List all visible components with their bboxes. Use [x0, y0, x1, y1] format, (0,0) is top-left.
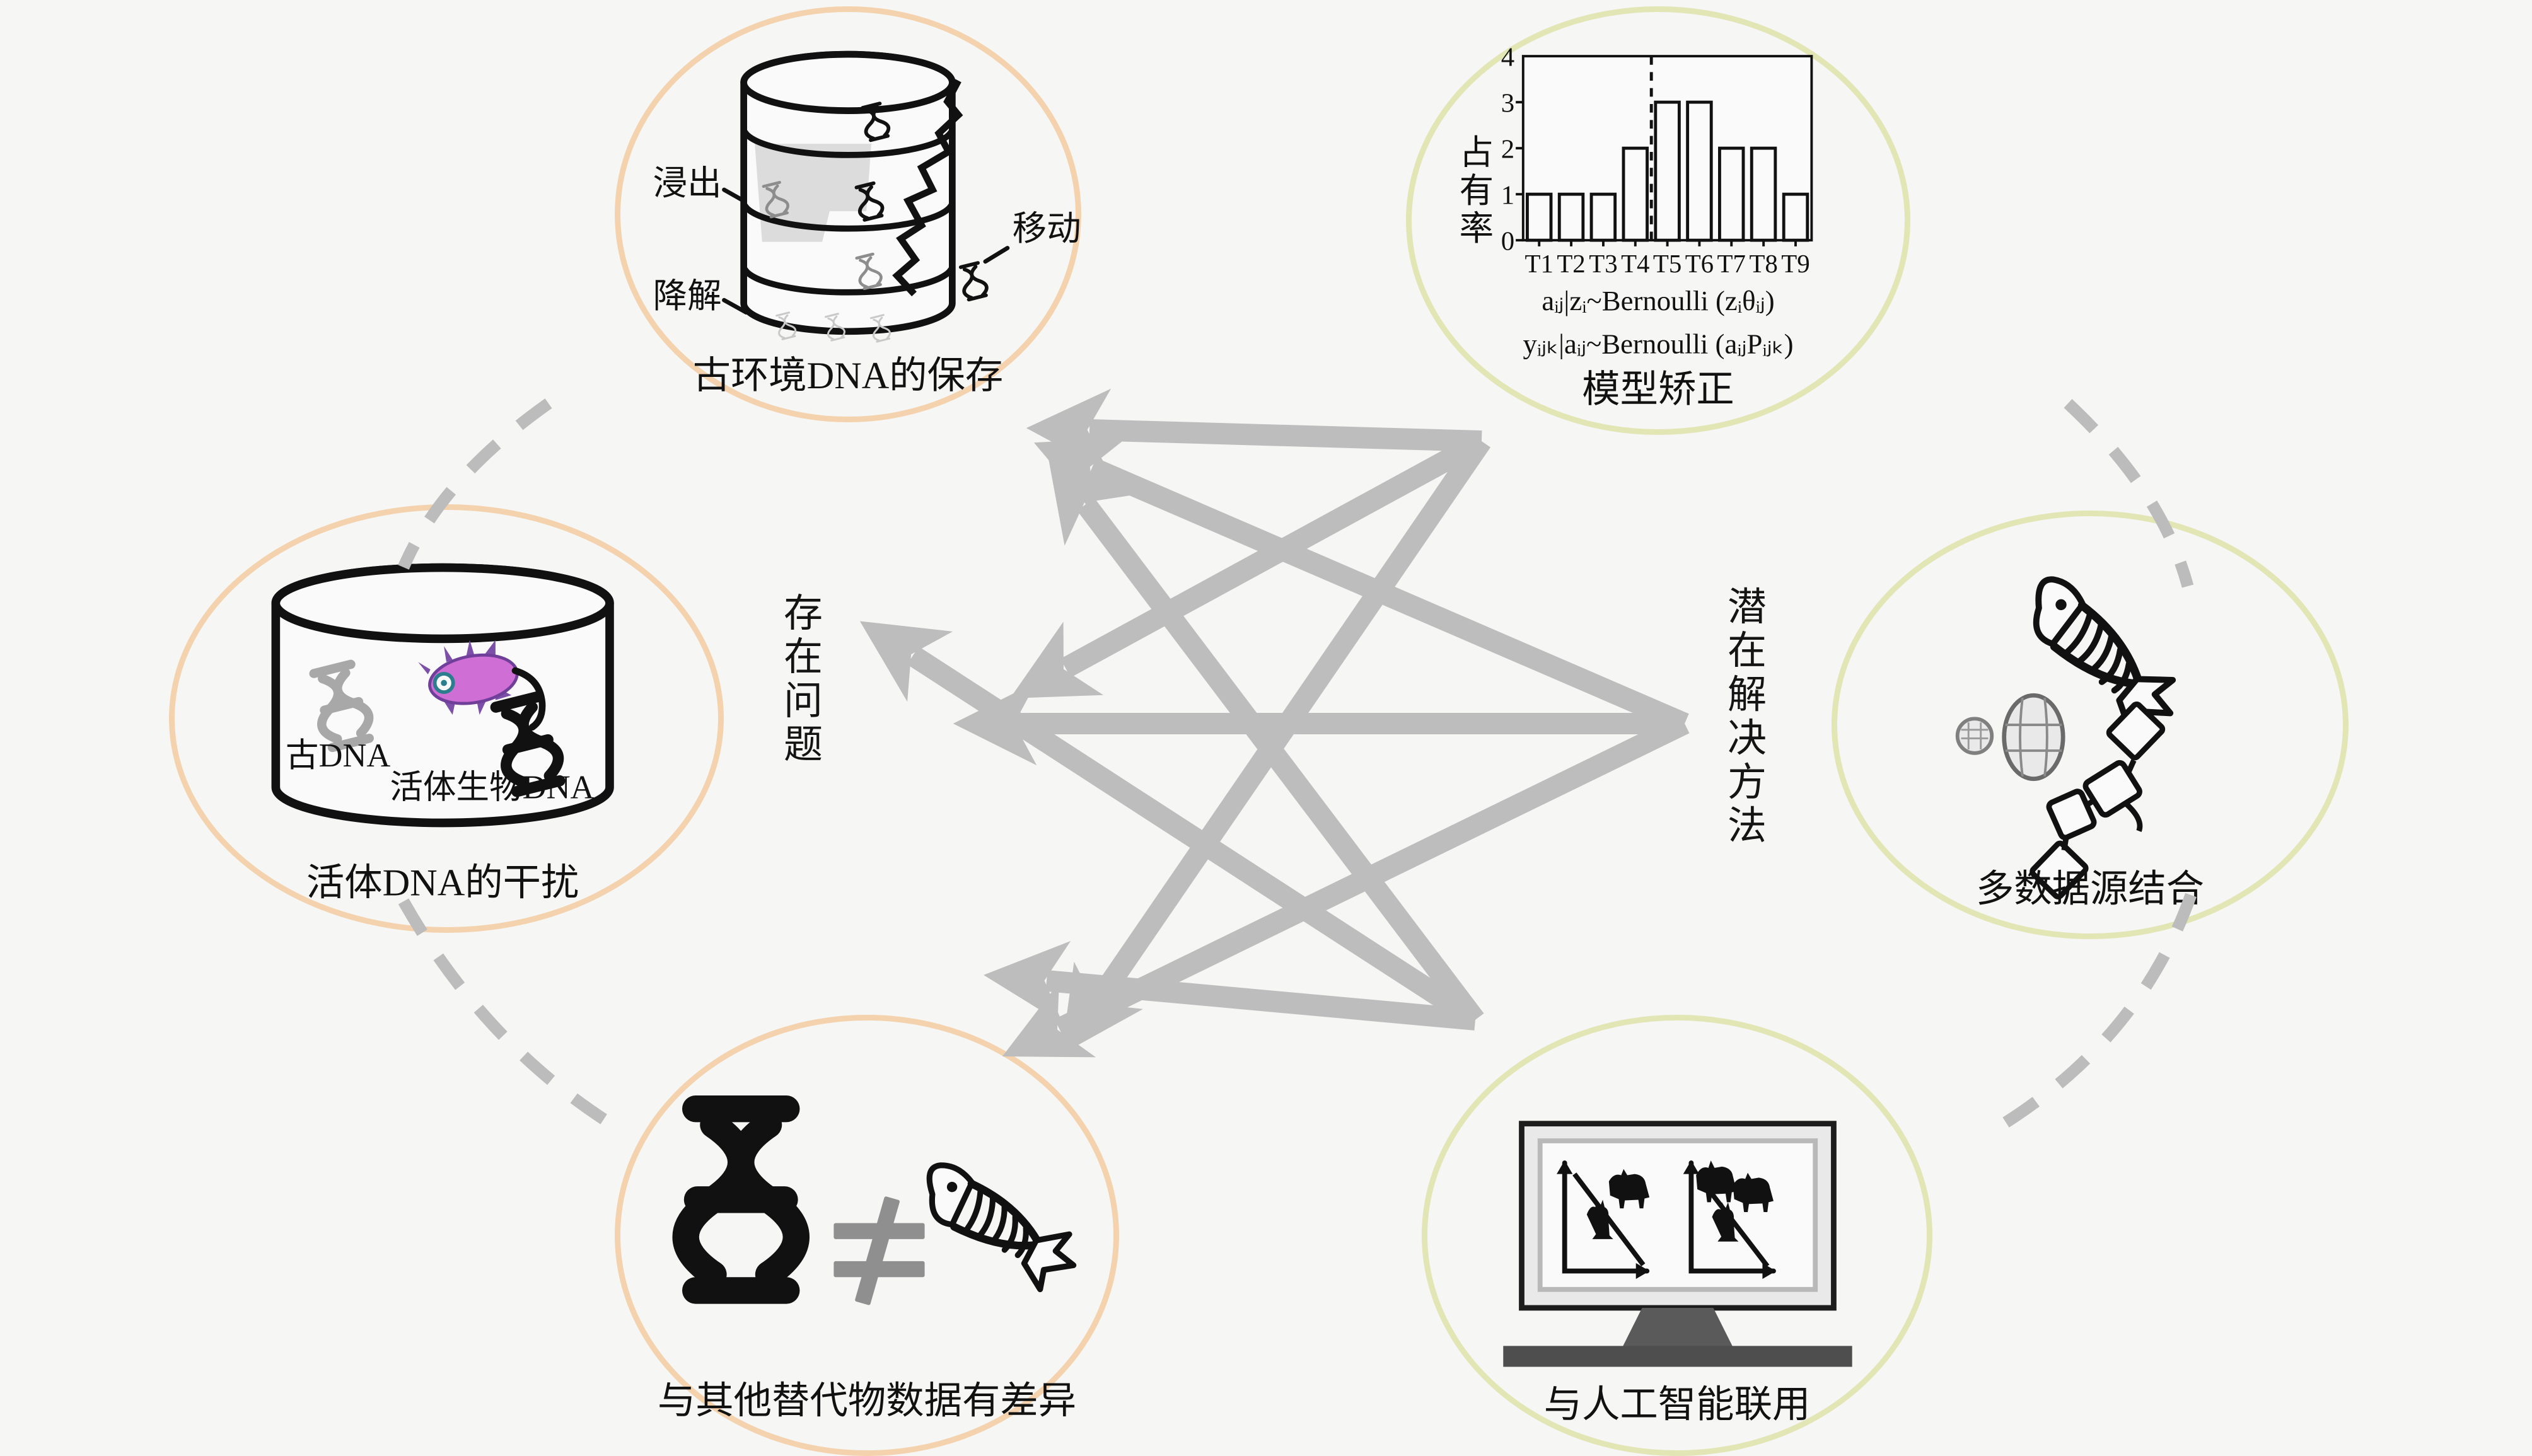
- dash-preservation-to-livedna: [398, 398, 552, 570]
- vertical-label-char: 潜: [1728, 586, 1771, 629]
- chart-yaxis: 4 3 2 1 0: [1501, 43, 1514, 257]
- label-degrade: 降解: [653, 277, 722, 315]
- vertical-label-char: 在: [784, 636, 827, 679]
- vertical-label-char: 解: [1728, 673, 1771, 717]
- monitor-base: [1503, 1346, 1852, 1367]
- chart-xtick-label: T9: [1781, 250, 1809, 278]
- center-label-solutions-text: 潜在解决方法: [1728, 586, 1770, 849]
- sediment-core-art: 浸出 降解 移动 古环境DNA的保存: [653, 50, 1081, 397]
- vertical-label-char: 决: [1728, 717, 1771, 761]
- node-preservation[interactable]: 浸出 降解 移动 古环境DNA的保存: [615, 6, 1081, 422]
- not-equal-icon: [833, 1196, 925, 1305]
- satellite-icon: [2030, 701, 2166, 900]
- label-move: 移动: [1013, 209, 1081, 248]
- ml-plot-left: [1557, 1160, 1650, 1280]
- arrow-ai-to-proxy: [984, 940, 1477, 1031]
- chart-xtick-label: T3: [1589, 250, 1617, 278]
- leader-degrade: [722, 298, 748, 315]
- arrow-ai-to-livedna: [859, 621, 1482, 1029]
- ml-plot-right: [1683, 1160, 1776, 1280]
- center-label-problems: 存在问题: [784, 592, 827, 768]
- center-label-solutions: 潜在解决方法: [1728, 586, 1770, 849]
- caption-proxy-mismatch: 与其他替代物数据有差异: [658, 1380, 1076, 1423]
- svg-text:2: 2: [1501, 135, 1514, 165]
- node-live-dna-interference[interactable]: 古DNA 活体生物DNA 活体DNA的干扰: [169, 504, 724, 933]
- vertical-label-char: 存: [784, 592, 827, 635]
- chart-bars: [1526, 100, 1809, 246]
- chart-xtick-label: T7: [1717, 250, 1746, 278]
- beaker-art: 古DNA 活体生物DNA 活体DNA的干扰: [271, 563, 614, 904]
- center-label-problems-text: 存在问题: [784, 592, 827, 768]
- chart-xtick-label: T6: [1685, 250, 1714, 278]
- caption-preservation: 古环境DNA的保存: [693, 355, 1003, 397]
- animal-silhouettes-right: [1696, 1160, 1774, 1242]
- pollen-grain-icon: [1955, 693, 2065, 782]
- arrow-model-to-preservation: [1026, 388, 1482, 473]
- label-ancient-dna: 古DNA: [286, 737, 390, 774]
- vertical-label-char: 问: [784, 679, 827, 723]
- chart-xtick-label: T8: [1749, 250, 1777, 278]
- leader-move: [983, 246, 1010, 264]
- node-proxy-mismatch[interactable]: 与其他替代物数据有差异: [615, 1015, 1119, 1456]
- vertical-label-char: 在: [1728, 630, 1771, 673]
- node-multi-source-data[interactable]: 多数据源结合: [1832, 511, 2349, 939]
- formula-detection: yᵢⱼₖ|aᵢⱼ~Bernoulli (aᵢⱼPᵢⱼₖ): [1523, 328, 1793, 359]
- dash-multisource-to-ai: [1983, 893, 2197, 1140]
- svg-text:4: 4: [1501, 43, 1514, 72]
- chart-xtick-label: T1: [1525, 250, 1553, 278]
- caption-multi-source: 多数据源结合: [1976, 868, 2204, 910]
- multi-source-art: 多数据源结合: [1955, 576, 2204, 910]
- chart-ylabel: 占有率: [1460, 133, 1494, 248]
- ai-monitor-art: 与人工智能联用: [1503, 1121, 1852, 1426]
- chart-bar: [1782, 192, 1809, 242]
- svg-text:0: 0: [1501, 227, 1514, 257]
- caption-live-dna: 活体DNA的干扰: [306, 862, 579, 904]
- fish-fossil-icon: [926, 1162, 1077, 1293]
- label-live-organism-dna: 活体生物DNA: [390, 770, 594, 806]
- proxy-mismatch-art: 与其他替代物数据有差异: [658, 1095, 1077, 1423]
- fracture-line: [892, 79, 963, 297]
- animal-silhouettes-left: [1586, 1169, 1650, 1239]
- chart-bar: [1526, 192, 1553, 242]
- chart-bar: [1654, 100, 1681, 242]
- svg-text:3: 3: [1501, 89, 1514, 118]
- chart-xtick-label: T4: [1621, 250, 1649, 278]
- vertical-label-char: 题: [784, 724, 827, 767]
- arrow-multisource-to-preservation: [1033, 437, 1689, 734]
- node-ai-integration[interactable]: 与人工智能联用: [1422, 1015, 1932, 1456]
- arrow-ai-to-preservation: [1047, 453, 1484, 1027]
- caption-model-correction: 模型矫正: [1582, 369, 1734, 411]
- monitor-screen: [1537, 1138, 1818, 1292]
- dash-livedna-to-proxy: [398, 898, 622, 1134]
- caption-ai-integration: 与人工智能联用: [1544, 1384, 1811, 1426]
- chart-xtick-label: T2: [1557, 250, 1585, 278]
- fish-fossil-icon: [2033, 576, 2176, 734]
- chart-xtick-label: T5: [1653, 250, 1681, 278]
- dash-model-to-multisource: [2064, 399, 2194, 588]
- label-leach: 浸出: [653, 164, 722, 202]
- monitor-neck: [1622, 1307, 1733, 1348]
- formula-occupancy: aᵢⱼ|zᵢ~Bernoulli (zᵢθᵢⱼ): [1542, 285, 1774, 316]
- vertical-label-char: 法: [1728, 805, 1771, 848]
- leader-leach: [722, 187, 746, 204]
- bacterium-icon: [418, 640, 546, 731]
- vertical-label-char: 方: [1728, 761, 1771, 804]
- chart-bar: [1750, 146, 1777, 242]
- svg-text:1: 1: [1501, 181, 1514, 211]
